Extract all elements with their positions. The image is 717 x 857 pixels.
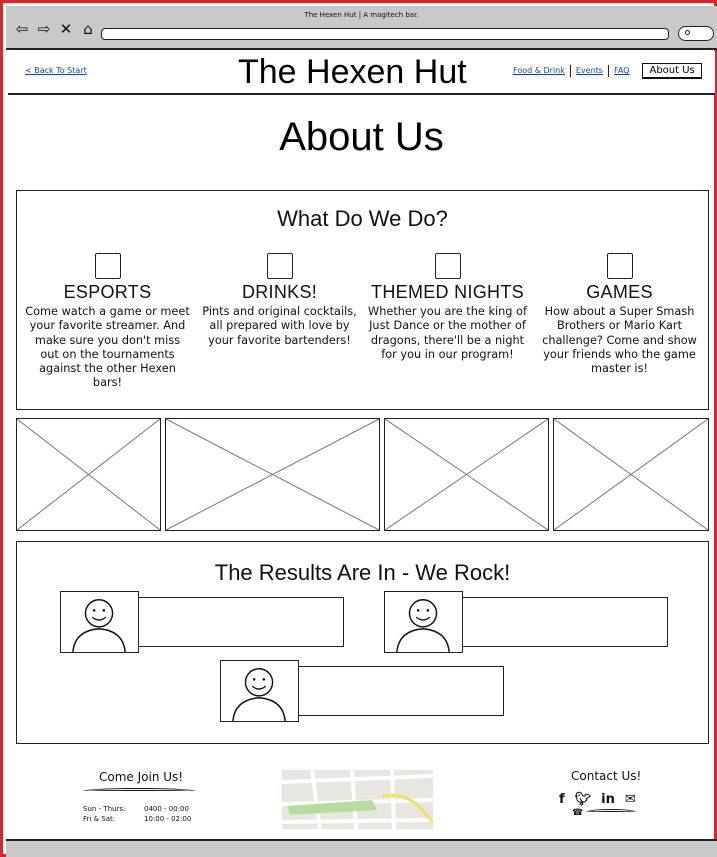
feature-text: Pints and original cocktails, all prepar…: [202, 305, 357, 347]
back-to-start-link[interactable]: < Back To Start: [25, 66, 87, 75]
feature-title: ESPORTS: [63, 282, 152, 302]
image-placeholder: [165, 418, 380, 531]
what-we-do-section: What Do We Do? ESPORTS Come watch a game…: [16, 190, 709, 410]
testimonials-section: The Results Are In - We Rock!: [16, 541, 709, 744]
email-icon[interactable]: ✉: [624, 792, 636, 807]
social-links: f 🐦︎ in ✉: [559, 792, 636, 807]
linkedin-icon[interactable]: in: [601, 792, 615, 807]
feature-themed-nights: THEMED NIGHTS Whether you are the king o…: [365, 253, 530, 362]
feature-text: How about a Super Smash Brothers or Mari…: [542, 305, 697, 376]
search-icon: [685, 30, 690, 35]
arrow-right-icon[interactable]: ⇨: [37, 20, 51, 38]
feature-title: GAMES: [586, 282, 653, 302]
feature-games: GAMES How about a Super Smash Brothers o…: [537, 253, 702, 376]
url-bar[interactable]: [101, 28, 669, 40]
hours-row: Fri & Sat:10:00 - 02:00: [83, 815, 192, 823]
opening-hours: Sun - Thurs:0400 - 00:00 Fri & Sat:10:00…: [83, 804, 191, 824]
address-scribble: [83, 788, 195, 794]
feature-icon-placeholder: [266, 253, 293, 279]
main-nav: Food & Drink Events FAQ About Us: [508, 63, 702, 79]
section-title: The Results Are In - We Rock!: [214, 560, 511, 585]
twitter-icon[interactable]: 🐦︎: [574, 792, 592, 807]
map-thumbnail[interactable]: [282, 770, 433, 829]
avatar: [220, 660, 299, 722]
site-title: The Hexen Hut: [238, 53, 467, 91]
page-title: About Us: [279, 115, 444, 159]
close-icon[interactable]: ✕: [59, 20, 73, 38]
testimonial-quote-box: [462, 597, 668, 647]
feature-text: Come watch a game or meet your favorite …: [25, 305, 190, 390]
nav-food-drink[interactable]: Food & Drink: [508, 65, 571, 77]
testimonial-quote-box: [298, 666, 504, 716]
testimonial-card: [220, 660, 504, 722]
image-placeholder: [16, 418, 161, 531]
feature-icon-placeholder: [434, 253, 461, 279]
feature-title: THEMED NIGHTS: [371, 282, 524, 302]
image-placeholder: [384, 418, 549, 531]
phone-scribble: [586, 809, 636, 815]
feature-text: Whether you are the king of Just Dance o…: [368, 305, 527, 361]
phone-icon: ☎: [572, 808, 584, 818]
feature-icon-placeholder: [94, 253, 121, 279]
nav-about-us-button[interactable]: About Us: [642, 63, 702, 79]
phone-row: ☎: [572, 808, 583, 818]
testimonial-card: [384, 591, 668, 653]
contact-title: Contact Us!: [571, 769, 642, 783]
hours-row: Sun - Thurs:0400 - 00:00: [83, 805, 189, 813]
image-placeholder: [553, 418, 709, 531]
search-field[interactable]: [678, 26, 714, 41]
site-header: < Back To Start The Hexen Hut Food & Dri…: [8, 51, 715, 95]
section-title: What Do We Do?: [277, 206, 448, 231]
home-icon[interactable]: ⌂: [83, 20, 93, 38]
feature-drinks: DRINKS! Pints and original cocktails, al…: [197, 253, 362, 348]
join-title: Come Join Us!: [99, 770, 184, 784]
avatar: [60, 591, 139, 653]
arrow-left-icon[interactable]: ⇦: [15, 20, 29, 38]
nav-faq[interactable]: FAQ: [613, 66, 630, 75]
feature-title: DRINKS!: [241, 282, 318, 302]
testimonial-quote-box: [138, 597, 344, 647]
browser-toolbar: The Hexen Hut | A magitech bar. ⇦ ⇨ ✕ ⌂: [6, 6, 717, 50]
window-title: The Hexen Hut | A magitech bar.: [304, 11, 419, 19]
nav-events[interactable]: Events: [571, 65, 609, 77]
browser-status-bar: [6, 839, 717, 857]
testimonial-card: [60, 591, 344, 653]
facebook-icon[interactable]: f: [559, 792, 565, 807]
feature-esports: ESPORTS Come watch a game or meet your f…: [25, 253, 190, 391]
avatar: [384, 591, 463, 653]
feature-icon-placeholder: [606, 253, 633, 279]
